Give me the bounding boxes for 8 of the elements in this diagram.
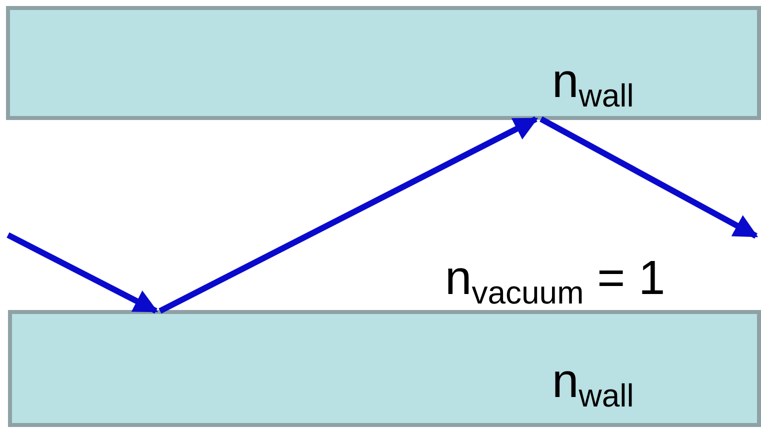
light-ray-arrow <box>6 232 158 314</box>
wall-slab <box>8 310 761 427</box>
wall-slab <box>6 6 761 120</box>
refractive-index-label: n$_{vacuum}$ = 1 <box>445 255 666 309</box>
light-ray-arrow <box>158 116 538 314</box>
refractive-index-label: n$_{wall}$ <box>552 358 634 412</box>
refractive-index-label: n$_{wall}$ <box>552 58 634 112</box>
light-ray-arrow <box>540 116 758 239</box>
